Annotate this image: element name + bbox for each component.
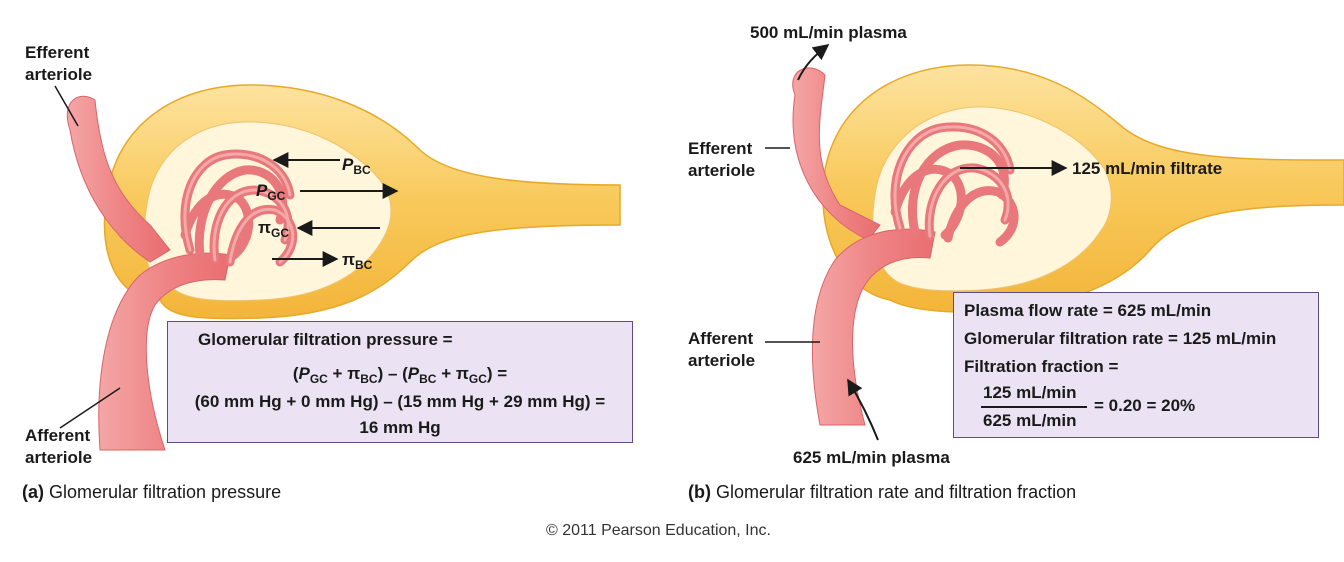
label-p-bc: PBC xyxy=(342,155,371,177)
filtrate-label: 125 mL/min filtrate xyxy=(1072,159,1223,178)
copyright-notice: © 2011 Pearson Education, Inc. xyxy=(546,522,771,539)
plasma-in-label: 625 mL/min plasma xyxy=(793,448,950,467)
gfp-formula-box: Glomerular filtration pressure = (PGC + … xyxy=(167,321,633,443)
fraction-denominator: 625 mL/min xyxy=(983,411,1077,430)
filtration-fraction-label: Filtration fraction = xyxy=(964,357,1119,376)
leader-afferent-a xyxy=(59,387,121,429)
panel-b-illustration xyxy=(765,44,1344,441)
gfp-result: 16 mm Hg xyxy=(359,418,441,437)
efferent-arteriole-a xyxy=(66,95,171,263)
label-p-gc: PGC xyxy=(256,181,286,203)
efferent-arteriole-label-b: Efferent arteriole xyxy=(688,139,756,180)
afferent-arteriole-label-a: Afferent arteriole xyxy=(25,425,92,469)
gfp-formula: (PGC + πBC) – (PBC + πGC) = xyxy=(292,364,508,386)
afferent-label-line2: arteriole xyxy=(25,448,93,467)
efferent-label-line1: Efferent xyxy=(25,43,90,62)
plasma-out-label: 500 mL/min plasma xyxy=(750,23,907,42)
afferent-label-line1: Afferent xyxy=(25,426,91,445)
panel-a-illustration xyxy=(54,84,621,451)
gfp-title: Glomerular filtration pressure = xyxy=(198,330,453,349)
gfp-values: (60 mm Hg + 0 mm Hg) – (15 mm Hg + 29 mm… xyxy=(194,392,606,411)
arrow-plasma-out xyxy=(797,44,830,81)
fraction-numerator: 125 mL/min xyxy=(983,383,1077,402)
afferent-arteriole-b xyxy=(811,228,936,426)
plasma-flow-rate: Plasma flow rate = 625 mL/min xyxy=(964,301,1212,320)
afferent-arteriole-label-b: Afferent arteriole xyxy=(688,329,756,370)
fraction-bar xyxy=(981,406,1087,408)
label-pi-bc: πBC xyxy=(342,250,373,272)
efferent-label-line2: arteriole xyxy=(25,65,93,84)
leader-efferent-a xyxy=(54,85,79,127)
caption-a: (a) Glomerular filtration pressure xyxy=(22,482,282,502)
afferent-arteriole-a xyxy=(98,252,231,451)
efferent-arteriole-b xyxy=(792,67,881,241)
glomerular-filtration-rate: Glomerular filtration rate = 125 mL/min xyxy=(964,329,1277,348)
gfr-formula-box: Plasma flow rate = 625 mL/min Glomerular… xyxy=(953,292,1319,438)
efferent-arteriole-label-a: Efferent arteriole xyxy=(25,42,92,86)
filtration-fraction-result: = 0.20 = 20% xyxy=(1094,396,1196,415)
arrow-plasma-in xyxy=(847,378,879,441)
label-pi-gc: πGC xyxy=(258,218,290,240)
caption-b: (b) Glomerular filtration rate and filtr… xyxy=(688,482,1077,502)
